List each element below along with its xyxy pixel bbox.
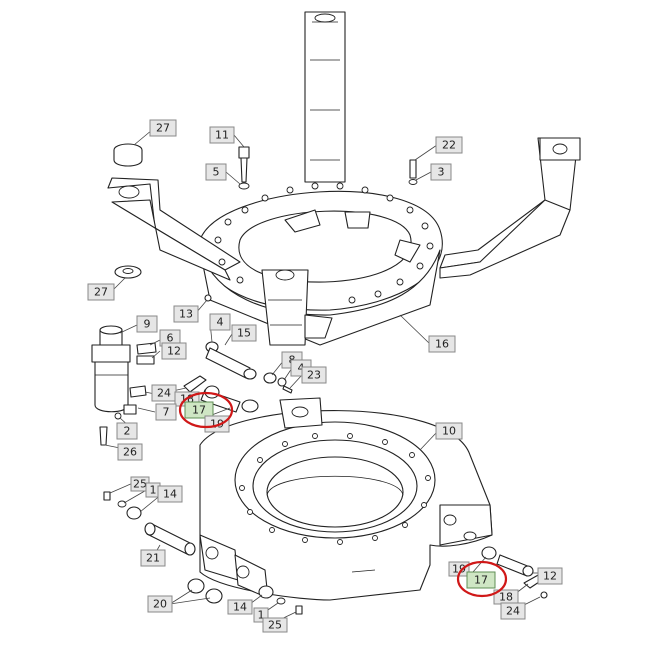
callout-4-upper: 4 <box>209 313 231 331</box>
svg-text:27: 27 <box>94 286 108 299</box>
svg-text:18: 18 <box>499 591 513 604</box>
svg-text:5: 5 <box>213 166 220 179</box>
callout-7: 7 <box>155 403 177 421</box>
highlight-circle-lower <box>456 560 508 598</box>
upper-frame-drawing <box>107 11 581 346</box>
svg-text:9: 9 <box>144 318 151 331</box>
svg-text:1: 1 <box>258 609 265 622</box>
callout-12-lower: 12 <box>537 567 563 585</box>
svg-text:1: 1 <box>150 484 157 497</box>
svg-text:21: 21 <box>146 552 160 565</box>
callout-2: 2 <box>116 422 138 440</box>
callout-10: 10 <box>435 422 463 440</box>
callout-25-lower: 25 <box>262 617 288 633</box>
callout-22: 22 <box>435 136 463 154</box>
svg-text:14: 14 <box>163 488 177 501</box>
svg-text:13: 13 <box>179 308 193 321</box>
svg-text:25: 25 <box>133 478 147 491</box>
svg-text:24: 24 <box>157 387 171 400</box>
callout-27-bottom: 27 <box>87 283 115 301</box>
svg-text:3: 3 <box>438 166 445 179</box>
svg-text:22: 22 <box>442 139 456 152</box>
svg-text:4: 4 <box>298 362 305 375</box>
highlight-circle-upper <box>178 391 234 429</box>
callout-19-upper: 19 <box>204 415 230 433</box>
callout-13: 13 <box>173 305 199 323</box>
upper-small-parts <box>91 143 418 446</box>
callout-23: 23 <box>301 366 327 384</box>
callout-3: 3 <box>430 163 452 181</box>
callout-labels: 27 11 22 5 3 27 13 9 4 15 6 12 16 8 4 23… <box>87 119 563 633</box>
svg-text:20: 20 <box>153 598 167 611</box>
callout-21: 21 <box>140 549 166 567</box>
highlight-rings <box>178 391 508 598</box>
callout-14-lower: 14 <box>227 599 253 615</box>
callout-15: 15 <box>231 324 257 342</box>
svg-text:27: 27 <box>156 122 170 135</box>
callout-12-upper: 12 <box>161 342 187 360</box>
svg-text:26: 26 <box>123 446 137 459</box>
svg-text:15: 15 <box>237 327 251 340</box>
svg-text:24: 24 <box>506 605 520 618</box>
svg-text:14: 14 <box>233 601 247 614</box>
svg-text:6: 6 <box>167 332 174 345</box>
svg-text:10: 10 <box>442 425 456 438</box>
callout-14-left: 14 <box>157 485 183 503</box>
lower-small-parts <box>103 491 548 615</box>
callout-17-lower: 17 <box>466 571 496 589</box>
callout-16: 16 <box>428 335 456 353</box>
callout-9: 9 <box>136 315 158 333</box>
callout-24-lower: 24 <box>500 602 526 620</box>
callout-5: 5 <box>205 163 227 181</box>
callout-17-upper: 17 <box>184 401 214 419</box>
callout-25-left: 25 <box>130 476 150 492</box>
svg-text:19: 19 <box>452 563 466 576</box>
callout-11: 11 <box>209 126 235 144</box>
svg-text:16: 16 <box>435 338 449 351</box>
svg-text:17: 17 <box>474 574 488 587</box>
svg-text:4: 4 <box>217 316 224 329</box>
svg-text:12: 12 <box>167 345 181 358</box>
svg-text:17: 17 <box>192 404 206 417</box>
svg-text:25: 25 <box>268 619 282 632</box>
svg-text:12: 12 <box>543 570 557 583</box>
svg-text:7: 7 <box>163 406 170 419</box>
callout-26: 26 <box>117 443 143 461</box>
callout-24-upper: 24 <box>151 384 177 402</box>
callout-20: 20 <box>147 595 173 613</box>
base-frame-drawing <box>199 397 493 601</box>
callout-27-top: 27 <box>149 119 177 137</box>
svg-text:11: 11 <box>215 129 229 142</box>
svg-text:23: 23 <box>307 369 321 382</box>
svg-text:2: 2 <box>124 425 131 438</box>
